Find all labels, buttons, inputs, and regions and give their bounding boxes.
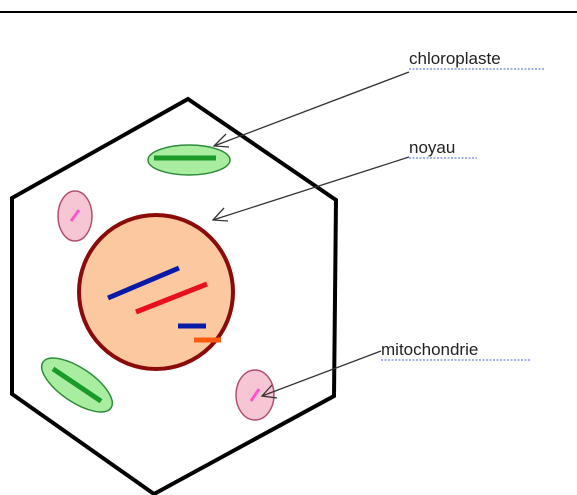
label-chloroplaste: chloroplaste bbox=[409, 49, 501, 68]
nucleus bbox=[79, 215, 233, 369]
mitochondrion-top-left bbox=[58, 191, 92, 241]
mitochondrion-bottom-right bbox=[236, 370, 274, 420]
chloroplast-top bbox=[148, 145, 230, 175]
label-mitochondrie: mitochondrie bbox=[381, 340, 478, 359]
arrow-chloroplast bbox=[214, 72, 409, 146]
label-noyau: noyau bbox=[409, 138, 455, 157]
